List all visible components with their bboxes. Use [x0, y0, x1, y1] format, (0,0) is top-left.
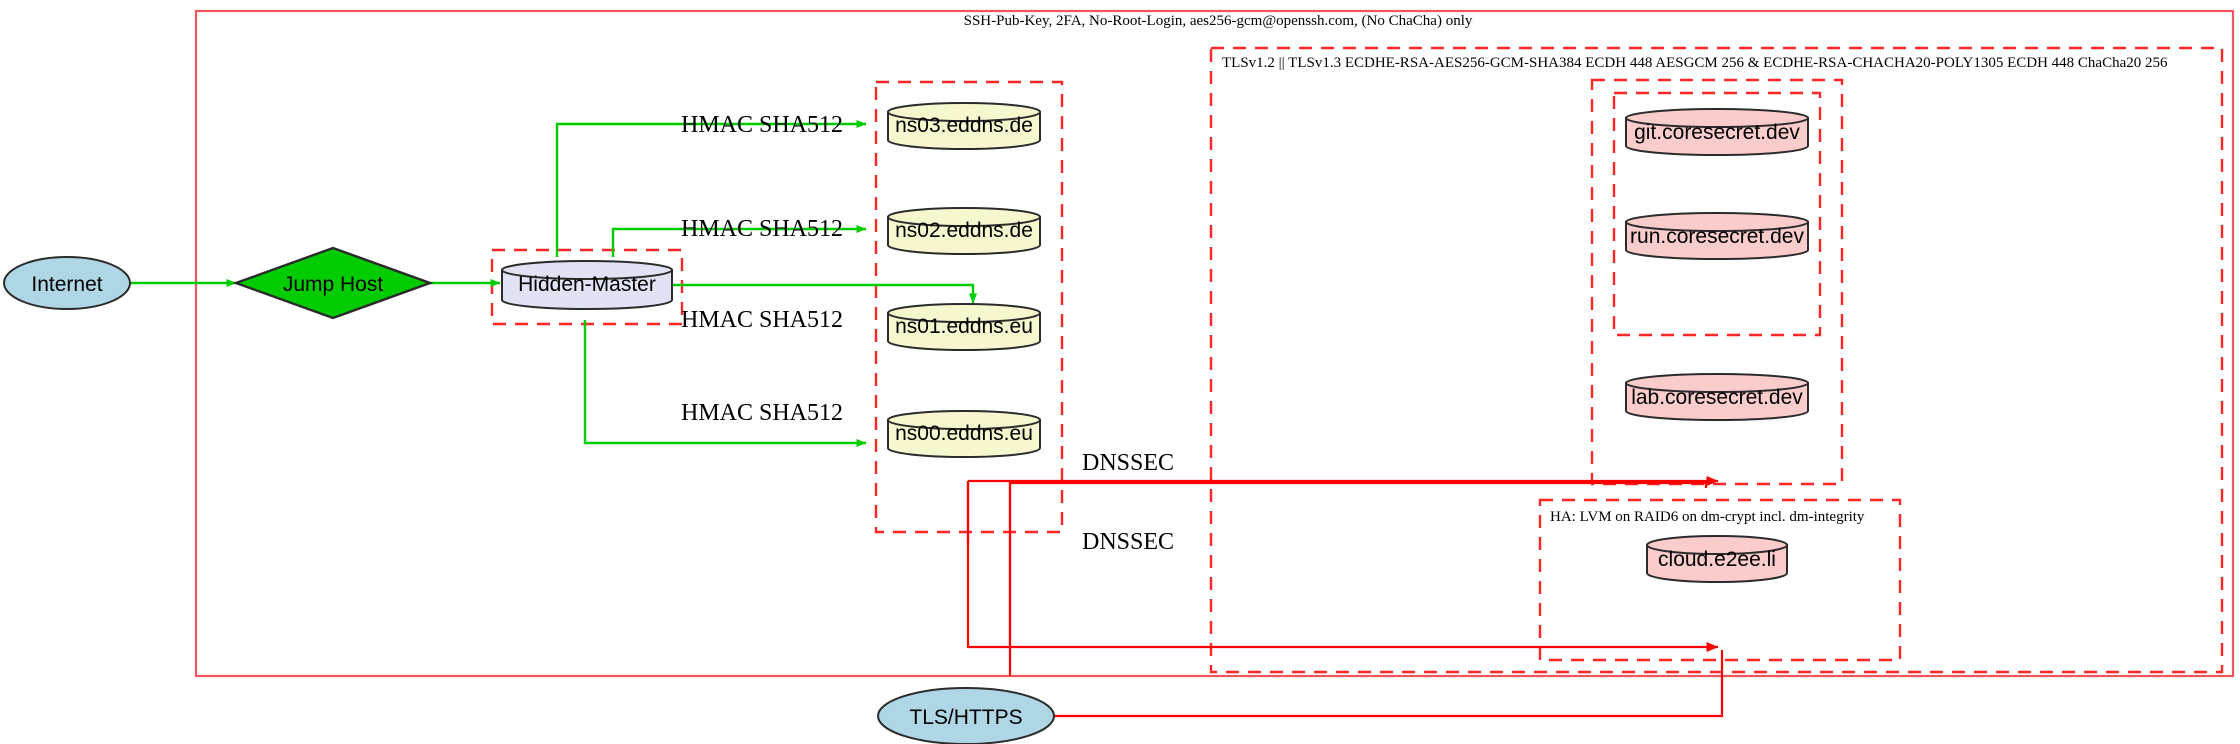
- edge-label-hmac-ns02: HMAC SHA512: [681, 216, 843, 242]
- node-hidden-master[interactable]: Hidden-Master: [501, 260, 673, 310]
- edge-hidden-master-to-ns00: [583, 320, 867, 447]
- edge-dnssec-to-coresecret: [966, 481, 1708, 649]
- node-cloud-e2ee-label: cloud.e2ee.li: [1658, 548, 1776, 571]
- node-internet-label: Internet: [31, 273, 102, 296]
- cluster-tls-zone-caption: TLSv1.2 || TLSv1.3 ECDHE-RSA-AES256-GCM-…: [1222, 55, 2168, 71]
- node-ns00-label: ns00.eddns.eu: [895, 422, 1033, 445]
- edge-label-hmac-ns00: HMAC SHA512: [681, 400, 843, 426]
- edge-label-dnssec-lower: DNSSEC: [1082, 529, 1174, 555]
- node-ns03[interactable]: ns03.eddns.de: [887, 102, 1041, 150]
- node-ns00[interactable]: ns00.eddns.eu: [887, 410, 1041, 458]
- cluster-coresecret-inner-zone: [1612, 91, 1822, 337]
- node-run-coresecret-label: run.coresecret.dev: [1630, 225, 1804, 248]
- node-ns01[interactable]: ns01.eddns.eu: [887, 303, 1041, 351]
- node-run-coresecret[interactable]: run.coresecret.dev: [1625, 212, 1809, 260]
- node-ns02-label: ns02.eddns.de: [895, 219, 1033, 242]
- node-ns03-label: ns03.eddns.de: [895, 114, 1033, 137]
- node-ns02[interactable]: ns02.eddns.de: [887, 207, 1041, 255]
- edge-hidden-master-to-ns01: [672, 283, 977, 304]
- cluster-ha-zone-caption: HA: LVM on RAID6 on dm-crypt incl. dm-in…: [1550, 509, 1865, 525]
- edge-hidden-master-to-ns02: [611, 225, 867, 257]
- node-lab-coresecret[interactable]: lab.coresecret.dev: [1625, 373, 1809, 421]
- edge-label-dnssec-upper: DNSSEC: [1082, 450, 1174, 476]
- node-cloud-e2ee[interactable]: cloud.e2ee.li: [1646, 535, 1788, 583]
- cluster-tls-zone: [1209, 46, 2224, 674]
- cluster-ssh-zone: [194, 9, 2235, 678]
- node-lab-coresecret-label: lab.coresecret.dev: [1631, 386, 1803, 409]
- cluster-hidden-master-zone: [490, 248, 684, 326]
- node-jump-host[interactable]: Jump Host: [232, 246, 434, 320]
- edge-tls-https-out-right: [1054, 650, 1724, 718]
- node-internet[interactable]: Internet: [3, 256, 131, 310]
- node-tls-https[interactable]: TLS/HTTPS: [877, 687, 1055, 744]
- node-ns01-label: ns01.eddns.eu: [895, 315, 1033, 338]
- node-git-coresecret[interactable]: git.coresecret.dev: [1625, 108, 1809, 156]
- edge-label-hmac-ns03: HMAC SHA512: [681, 112, 843, 138]
- node-jump-host-label: Jump Host: [283, 273, 384, 296]
- cluster-ssh-zone-caption: SSH-Pub-Key, 2FA, No-Root-Login, aes256-…: [964, 13, 1473, 29]
- edge-label-hmac-ns01: HMAC SHA512: [681, 307, 843, 333]
- node-git-coresecret-label: git.coresecret.dev: [1634, 121, 1800, 144]
- node-hidden-master-label: Hidden-Master: [518, 273, 656, 296]
- node-tls-https-label: TLS/HTTPS: [909, 706, 1022, 729]
- edge-hidden-master-to-ns03: [555, 120, 867, 257]
- cluster-ha-zone: [1538, 498, 1902, 662]
